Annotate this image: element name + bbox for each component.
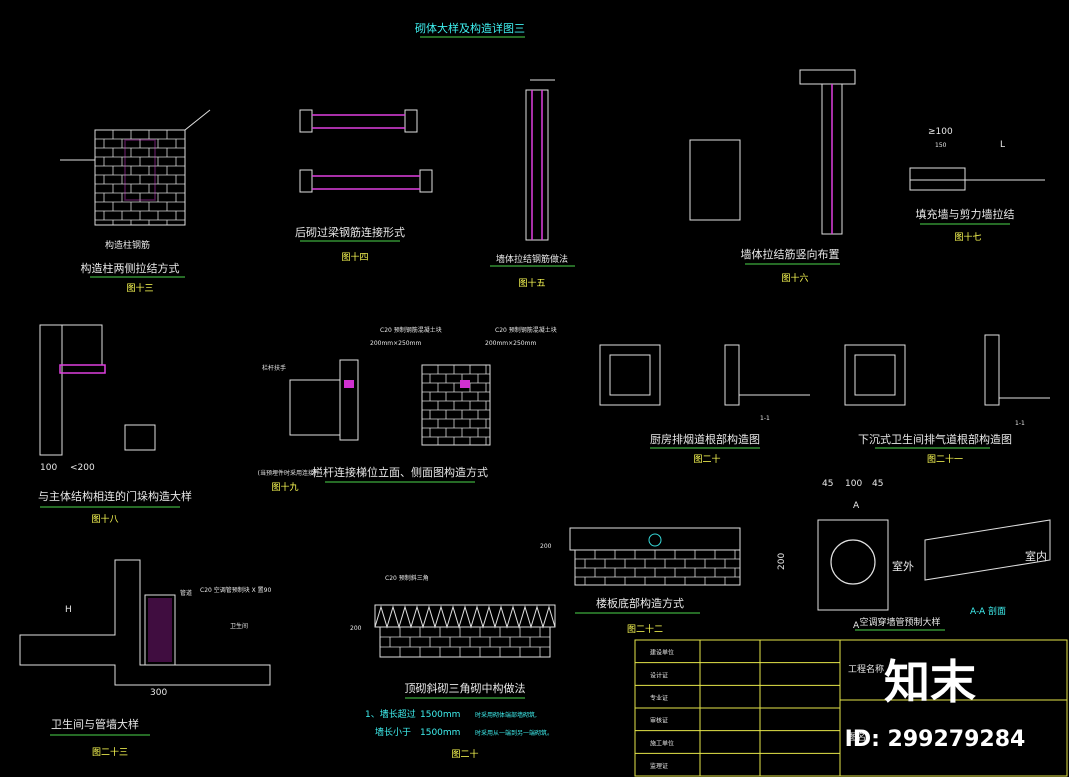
detail-23: H 卫生间 管道 C20 空调管预制块 X 置90 300 卫生间与管墙大样 图… bbox=[19, 559, 271, 758]
detail-20: 1-1 厨房排烟道根部构造图 图二十 bbox=[599, 344, 810, 465]
label-outdoor: 室外 bbox=[892, 559, 914, 573]
note-1-val: 1500mm bbox=[420, 710, 460, 720]
label-c20-2: C20 预制钢筋混凝土块 bbox=[495, 326, 557, 334]
label-11-a: 1-1 bbox=[760, 415, 770, 422]
detail-22: 200 楼板底部构造方式 图二十二 bbox=[540, 527, 741, 635]
label-L: L bbox=[1000, 140, 1005, 150]
detail-16-fig: 图十六 bbox=[781, 272, 808, 284]
detail-13-sub: 构造柱钢筋 bbox=[105, 239, 150, 251]
tb-row-label: 施工单位 bbox=[650, 739, 674, 747]
tb-row-label: 审核证 bbox=[650, 717, 668, 725]
tb-project-label: 工程名称 bbox=[848, 663, 884, 675]
label-11-b: 1-1 bbox=[1015, 420, 1025, 427]
detail-20-fig: 图二十 bbox=[693, 453, 720, 465]
label-c20-tube: C20 空调管预制块 X 置90 bbox=[200, 586, 271, 594]
detail-15-title: 墙体拉结钢筋做法 bbox=[496, 253, 568, 265]
brand-logo: 知末 bbox=[884, 655, 976, 709]
note-line1: 时采用砌体端部墙砌筑, bbox=[475, 711, 537, 719]
detail-14-title: 后砌过梁钢筋连接形式 bbox=[295, 225, 405, 239]
label-size-1: 200mm×250mm bbox=[370, 340, 421, 347]
detail-25: 45 100 45 A A 200 室外 室内 A-A 剖面 空调穿墙管预制大样 bbox=[777, 479, 1051, 631]
detail-22-fig: 图二十二 bbox=[627, 623, 663, 635]
label-100-b: 100 bbox=[845, 479, 862, 489]
detail-21: 1-1 下沉式卫生间排气道根部构造图 图二十一 bbox=[844, 334, 1050, 465]
detail-17-fig: 图十七 bbox=[954, 231, 981, 243]
label-gangdao: 管道 bbox=[180, 589, 192, 597]
label-indoor: 室内 bbox=[1025, 549, 1047, 563]
detail-21-fig: 图二十一 bbox=[927, 453, 963, 465]
detail-17: ≥100 150 L 填充墙与剪力墙拉结 图十七 bbox=[909, 127, 1045, 243]
tb-row-label: 监理证 bbox=[650, 762, 668, 770]
detail-15-fig: 图十五 bbox=[518, 277, 545, 289]
label-ge100: ≥100 bbox=[928, 127, 953, 137]
detail-15: 墙体拉结钢筋做法 图十五 bbox=[490, 79, 575, 289]
label-150: 150 bbox=[935, 142, 947, 149]
detail-22-title: 楼板底部构造方式 bbox=[596, 596, 684, 610]
label-size-2: 200mm×250mm bbox=[485, 340, 536, 347]
label-200-b: 200 bbox=[540, 543, 552, 550]
note-2-val: 1500mm bbox=[420, 728, 460, 738]
brand-overlay: 知末 ID: 299279284 bbox=[845, 655, 1026, 752]
detail-17-title: 填充墙与剪力墙拉结 bbox=[916, 207, 1015, 221]
label-45-b: 45 bbox=[872, 479, 883, 489]
detail-13-title: 构造柱两侧拉结方式 bbox=[81, 261, 180, 275]
label-lt200-a: <200 bbox=[70, 463, 95, 473]
tb-row-label: 专业证 bbox=[650, 694, 668, 702]
label-a-top: A bbox=[853, 501, 860, 511]
label-45-a: 45 bbox=[822, 479, 833, 489]
sheet-title: 砌体大样及构造详图三 bbox=[415, 21, 525, 35]
label-c20-1: C20 预制钢筋混凝土块 bbox=[380, 326, 442, 334]
label-railing: 栏杆扶手 bbox=[262, 364, 286, 372]
tb-drawing-label: 图名 bbox=[848, 731, 866, 743]
detail-24-fig: 图二十 bbox=[451, 748, 478, 760]
note-2: 墙长小于 bbox=[375, 726, 411, 738]
detail-16-title: 墙体拉结筋竖向布置 bbox=[741, 247, 840, 261]
detail-23-fig: 图二十三 bbox=[92, 746, 128, 758]
label-toilet: 卫生间 bbox=[230, 622, 248, 630]
detail-20-title: 厨房排烟道根部构造图 bbox=[650, 432, 760, 446]
label-300: 300 bbox=[150, 688, 167, 698]
brand-id: ID: 299279284 bbox=[845, 727, 1026, 752]
detail-19: C20 预制钢筋混凝土块 200mm×250mm C20 预制钢筋混凝土块 20… bbox=[258, 326, 557, 493]
detail-24: C20 预制斜三角 200 顶砌斜砌三角砌中构做法 1、墙长超过 1500mm … bbox=[350, 574, 556, 760]
label-200-d: 200 bbox=[777, 553, 787, 570]
tb-row-label: 建设单位 bbox=[650, 649, 674, 657]
detail-16: 墙体拉结筋竖向布置 图十六 bbox=[689, 69, 856, 284]
label-triangle: C20 预制斜三角 bbox=[385, 574, 429, 582]
detail-13: 构造柱钢筋 构造柱两侧拉结方式 图十三 bbox=[60, 109, 211, 294]
label-aa: A-A 剖面 bbox=[970, 605, 1006, 617]
detail-14: 后砌过梁钢筋连接形式 图十四 bbox=[295, 109, 433, 263]
detail-24-title: 顶砌斜砌三角砌中构做法 bbox=[405, 681, 526, 695]
detail-19-sub: (当预埋件时采用连接件) bbox=[258, 469, 323, 477]
label-100-a: 100 bbox=[40, 463, 57, 473]
label-a-bottom: A bbox=[853, 621, 860, 631]
note-1: 1、墙长超过 bbox=[365, 708, 416, 720]
label-H: H bbox=[65, 605, 72, 615]
tb-row-label: 设计证 bbox=[650, 671, 668, 679]
detail-18: <200 100 与主体结构相连的门垛构造大样 图十八 bbox=[38, 324, 192, 525]
note-line2: 时采用从一端到另一端砌筑。 bbox=[475, 729, 553, 737]
detail-18-fig: 图十八 bbox=[91, 513, 118, 525]
label-200-c: 200 bbox=[350, 625, 362, 632]
detail-18-title: 与主体结构相连的门垛构造大样 bbox=[38, 489, 192, 503]
detail-21-title: 下沉式卫生间排气道根部构造图 bbox=[858, 432, 1012, 446]
detail-14-fig: 图十四 bbox=[341, 251, 368, 263]
detail-25-title: 空调穿墙管预制大样 bbox=[859, 616, 940, 628]
detail-23-title: 卫生间与管墙大样 bbox=[51, 717, 139, 731]
detail-13-fig: 图十三 bbox=[126, 282, 153, 294]
detail-19-fig: 图十九 bbox=[271, 481, 298, 493]
detail-19-title: 栏杆连接梯位立面、侧面图构造方式 bbox=[312, 465, 488, 479]
